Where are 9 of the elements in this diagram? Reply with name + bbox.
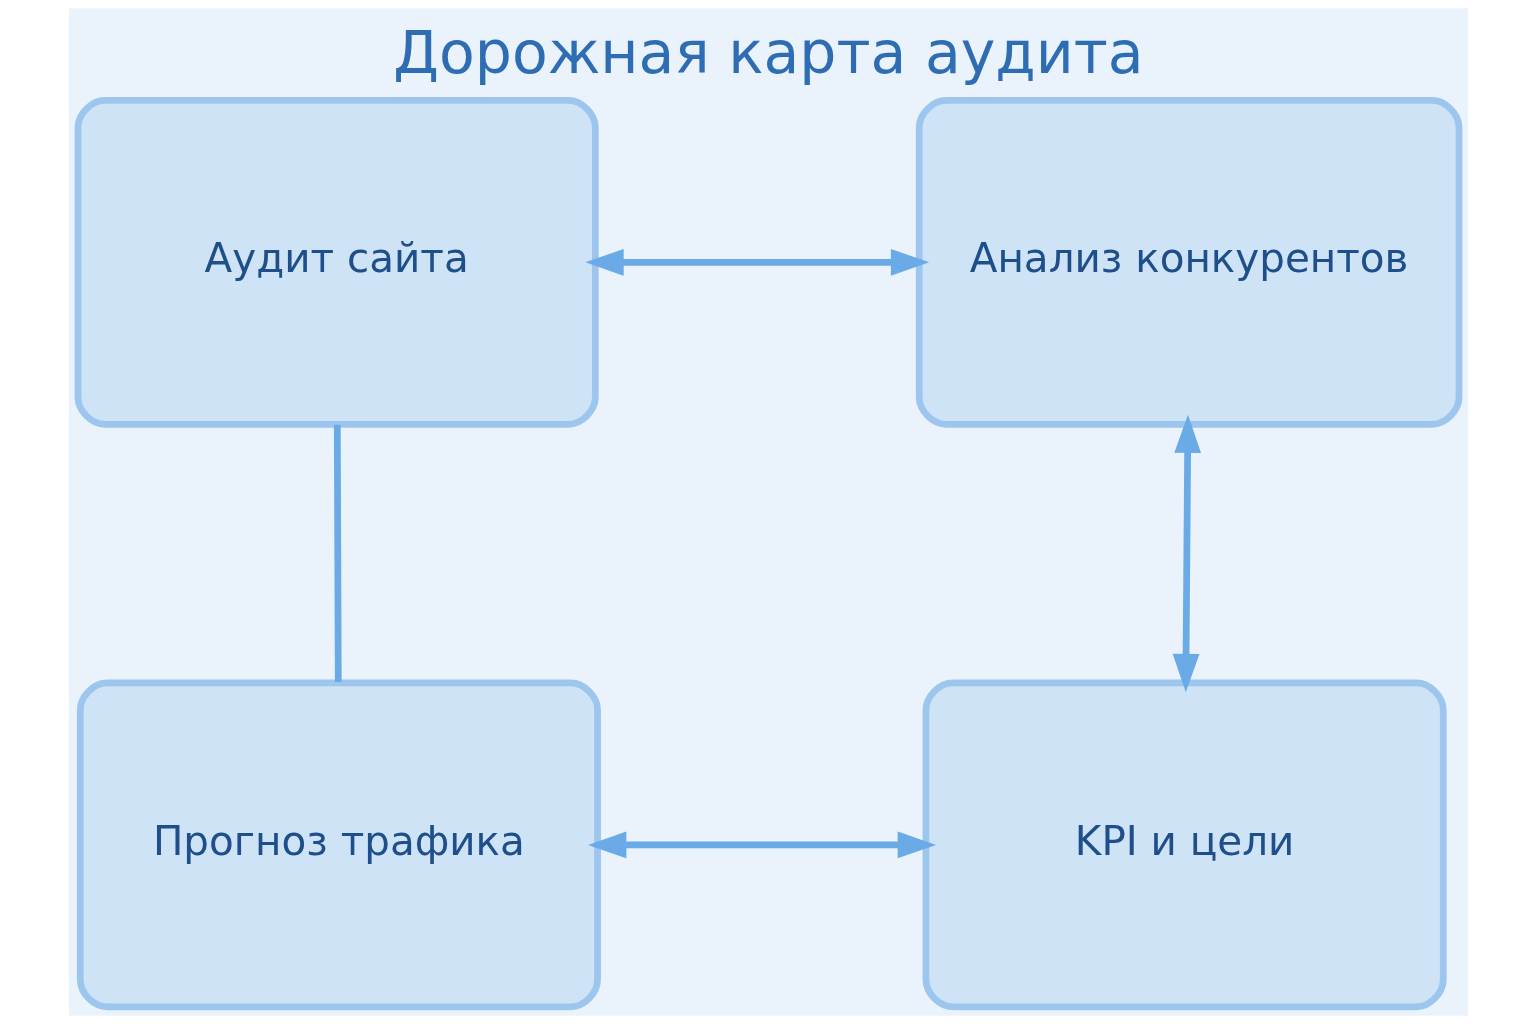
node-box: Анализ конкурентов (915, 97, 1462, 428)
node-box: KPI и цели (922, 679, 1447, 1011)
node-box: Аудит сайта (74, 97, 599, 428)
node-box: Прогноз трафика (76, 679, 601, 1011)
arrow (584, 248, 929, 276)
arrow (1172, 414, 1201, 693)
arrow (587, 831, 936, 859)
connector (333, 424, 342, 683)
diagram-title: Дорожная карта аудита (392, 18, 1144, 87)
